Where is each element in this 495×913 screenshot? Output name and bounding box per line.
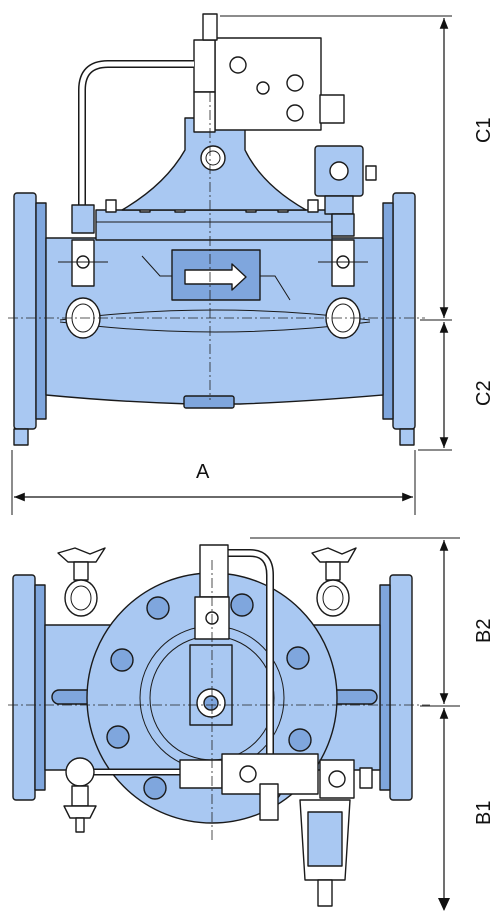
right-handwheel	[311, 547, 357, 617]
front-view: A C1 C2	[8, 13, 495, 515]
dimension-c1-label: C1	[473, 117, 495, 143]
right-flange	[392, 192, 416, 430]
drain-cock	[63, 757, 97, 833]
bonnet-plug	[200, 145, 226, 171]
flow-arrow	[184, 263, 247, 291]
dimension-b2-label: B2	[473, 619, 495, 643]
left-handwheel	[57, 547, 106, 617]
top-view: B2 B1	[8, 537, 495, 911]
dimension-a-label: A	[196, 461, 210, 483]
right-ball-cock	[318, 213, 368, 339]
dimension-c2-label: C2	[473, 380, 495, 406]
dimension-b1-label: B1	[473, 801, 495, 825]
left-flange	[13, 192, 37, 430]
bonnet-flange	[95, 209, 333, 241]
